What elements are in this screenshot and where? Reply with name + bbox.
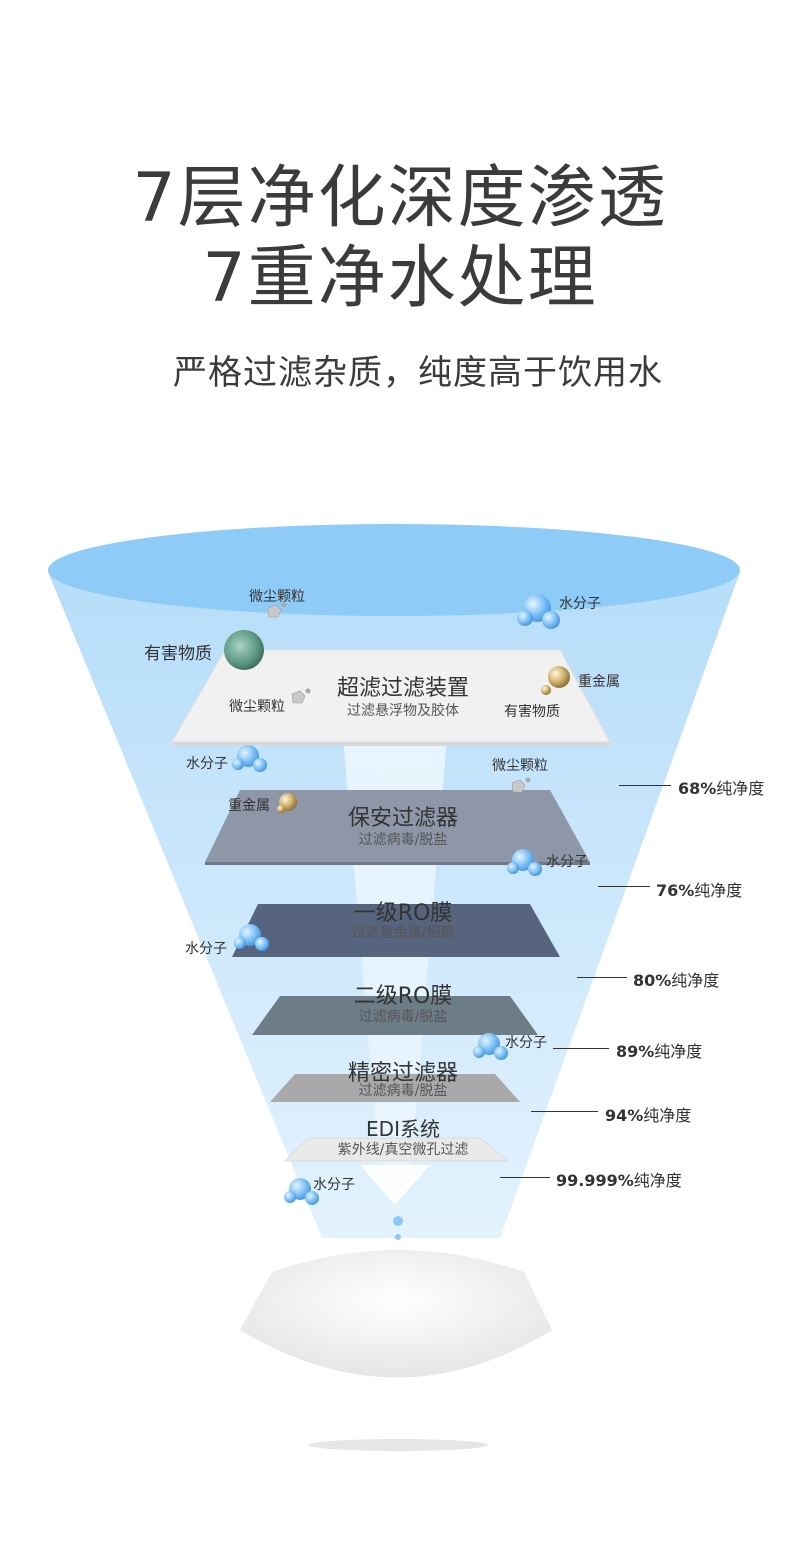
layer-precision-filter [270,1074,520,1102]
water-label: 水分子 [186,756,228,772]
stage-1-desc: 过滤悬浮物及胶体 [347,703,459,719]
dust-label: 微尘颗粒 [492,758,548,774]
stage-4-desc: 过滤病毒/脱盐 [358,1009,448,1025]
layer-ro-membrane-1 [232,904,560,957]
down-arrow-icon [360,1165,430,1205]
purity-leader-line [531,1111,598,1112]
purity-leader-line [598,886,650,887]
purity-label-2: 76%纯净度 [656,881,743,900]
virus-icon [224,630,264,670]
stage-5-title: 精密过滤器 [347,1061,458,1086]
stage-1-title: 超滤过滤装置 [336,676,469,701]
purity-leader-line [500,1177,550,1178]
metal-label: 重金属 [578,674,620,690]
water-label: 水分子 [505,1035,547,1051]
dust-label: 微尘颗粒 [249,589,305,605]
metal-label: 重金属 [228,798,270,814]
purity-label-1: 68%纯净度 [678,779,765,798]
stage-3-title: 一级RO膜 [353,901,453,926]
stage-3-desc: 过滤重金属/细菌 [351,925,455,941]
headline-subtitle: 严格过滤杂质，纯度高于饮用水 [173,353,663,393]
stage-5-desc: 过滤病毒/脱盐 [358,1083,448,1099]
stage-2-desc: 过滤病毒/脱盐 [358,832,448,848]
harmful-label: 有害物质 [504,704,560,720]
layer-edi-system [283,1137,510,1162]
headline-line-1: 7层净化深度渗透 [132,159,668,238]
funnel-top [48,524,740,616]
water-label: 水分子 [546,854,588,870]
stage-6-title: EDI系统 [366,1117,440,1141]
headline-line-2: 7重净水处理 [202,239,598,318]
stage-4-title: 二级RO膜 [353,984,453,1009]
purity-label-3: 80%纯净度 [633,971,720,990]
water-label: 水分子 [185,941,227,957]
water-label: 水分子 [559,596,601,612]
purity-label-5: 94%纯净度 [605,1106,692,1125]
metal-bead-icon [548,666,570,688]
purity-leader-line [553,1048,609,1049]
base-shadow [308,1439,488,1451]
layer-ro-membrane-2 [252,996,538,1035]
water-label: 水分子 [313,1177,355,1193]
purity-label-6: 99.999%纯净度 [556,1171,682,1190]
layer-security-filter [205,790,590,862]
stage-6-desc: 紫外线/真空微孔过滤 [337,1142,469,1158]
purity-leader-line [619,785,671,786]
purity-leader-line [577,977,627,978]
harmful-label: 有害物质 [144,644,212,664]
stage-2-title: 保安过滤器 [347,806,458,831]
base-dish [240,1250,552,1378]
purity-label-4: 89%纯净度 [616,1042,703,1061]
water-drop-icon [393,1216,403,1226]
dust-label: 微尘颗粒 [229,699,285,715]
